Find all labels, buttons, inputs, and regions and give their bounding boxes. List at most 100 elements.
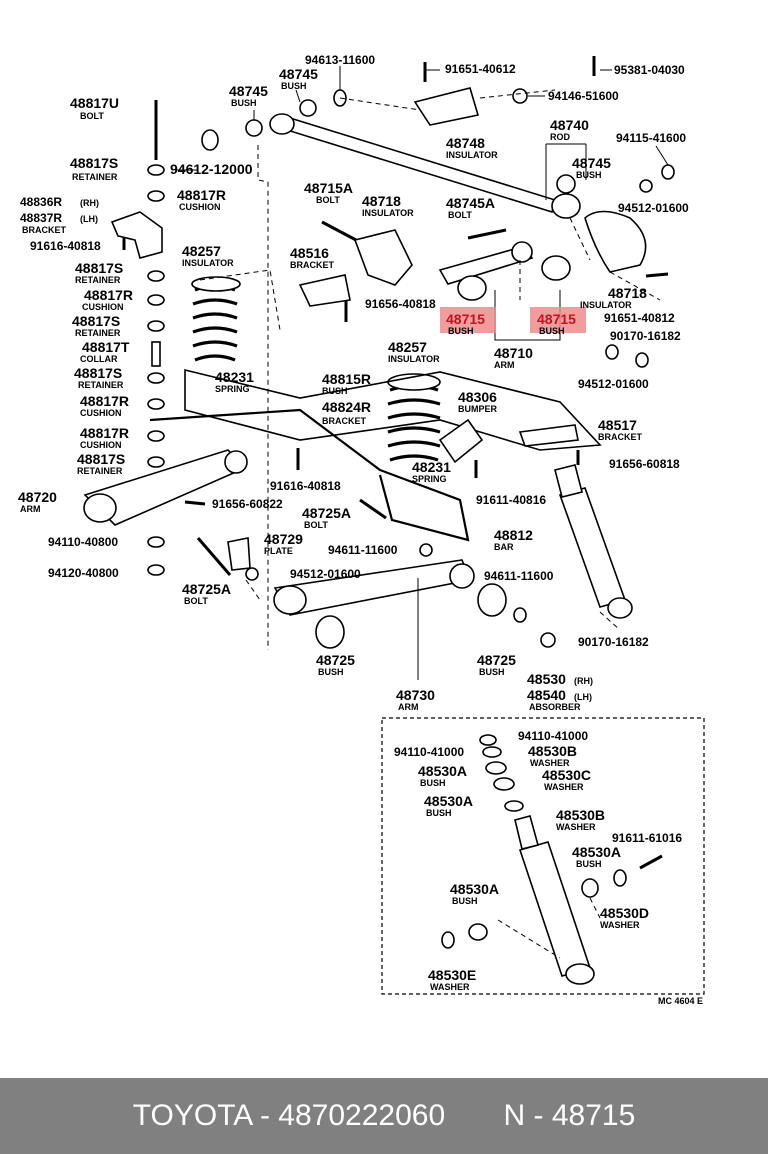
label-48530A-d: 48530A — [450, 881, 499, 897]
label-91611-61016: 91611-61016 — [612, 831, 682, 845]
highlight-box-48715-a — [440, 307, 496, 333]
desc-48517: BRACKET — [598, 432, 643, 442]
desc-48231-a: SPRING — [215, 384, 250, 394]
label-48530B-a: 48530B — [528, 743, 577, 759]
diagram-drawing — [83, 56, 675, 985]
diagram-code: MC 4604 E — [658, 996, 703, 1006]
desc-48530D: WASHER — [600, 920, 640, 930]
desc-48530A-b: BUSH — [426, 808, 452, 818]
parts-diagram: 94613-11600 91651-40612 95381-04030 9414… — [18, 53, 705, 1006]
label-90170-16182-b: 90170-16182 — [578, 635, 649, 649]
desc-48530: ABSORBER — [529, 702, 581, 712]
label-48530: 48530 — [527, 671, 566, 687]
label-91656-60822: 91656-60822 — [212, 497, 283, 511]
label-48530B-b: 48530B — [556, 807, 605, 823]
label-48824R: 48824R — [322, 399, 371, 415]
label-94611-11600-b: 94611-11600 — [484, 569, 554, 583]
desc-48725A-a: BOLT — [304, 520, 328, 530]
highlight-48715 — [440, 307, 586, 333]
label-48836R: 48836R — [20, 195, 62, 209]
label-48817U: 48817U — [70, 95, 119, 111]
desc-48725-b: BUSH — [479, 667, 505, 677]
desc-48715A: BOLT — [316, 195, 340, 205]
label-48837R-lh: (LH) — [80, 214, 98, 224]
desc-48748: INSULATOR — [446, 150, 498, 160]
label-91616-40818-b: 91616-40818 — [270, 479, 341, 493]
desc-48530A-c: BUSH — [576, 859, 602, 869]
desc-48725-a: BUSH — [318, 667, 344, 677]
label-48725-b: 48725 — [477, 652, 516, 668]
label-91616-40818-a: 91616-40818 — [30, 239, 101, 253]
label-48517: 48517 — [598, 417, 637, 433]
label-48540: 48540 — [527, 687, 566, 703]
label-48715-b: 48715 — [537, 311, 576, 327]
desc-48745-b: BUSH — [281, 81, 307, 91]
label-48710: 48710 — [494, 345, 533, 361]
desc-48530A-d: BUSH — [452, 896, 478, 906]
label-48257-b: 48257 — [388, 339, 427, 355]
desc-48817S-b: RETAINER — [75, 275, 121, 285]
label-48530A-c: 48530A — [572, 844, 621, 860]
label-91651-40812: 91651-40812 — [604, 311, 675, 325]
label-94110-40800: 94110-40800 — [48, 535, 118, 549]
label-48817R-d: 48817R — [80, 425, 129, 441]
label-48817S-a: 48817S — [70, 155, 118, 171]
label-48817S-b: 48817S — [75, 260, 123, 276]
desc-48257-b: INSULATOR — [388, 354, 440, 364]
label-95381-04030: 95381-04030 — [614, 63, 685, 77]
label-94146-51600: 94146-51600 — [548, 89, 619, 103]
desc-48257-a: INSULATOR — [182, 258, 234, 268]
label-48817R-a: 48817R — [177, 187, 226, 203]
label-48817S-e: 48817S — [77, 451, 125, 467]
desc-48745-a: BUSH — [231, 98, 257, 108]
label-48540-lh: (LH) — [574, 692, 592, 702]
label-48815R: 48815R — [322, 371, 371, 387]
label-94110-41000-a: 94110-41000 — [518, 729, 588, 743]
desc-48516: BRACKET — [290, 260, 335, 270]
label-48725A-a: 48725A — [302, 505, 351, 521]
label-48740: 48740 — [550, 117, 589, 133]
desc-48715-b: BUSH — [539, 326, 565, 336]
label-48748: 48748 — [446, 135, 485, 151]
desc-48729: PLATE — [264, 546, 293, 556]
label-48306: 48306 — [458, 389, 497, 405]
desc-48836R: BRACKET — [22, 225, 67, 235]
desc-48715-a: BUSH — [448, 326, 474, 336]
desc-48530A-a: BUSH — [420, 778, 446, 788]
desc-48710: ARM — [494, 360, 515, 370]
label-48715-a: 48715 — [446, 311, 485, 327]
desc-48725A-b: BOLT — [184, 596, 208, 606]
label-94115-41600: 94115-41600 — [616, 131, 686, 145]
label-91656-40818: 91656-40818 — [365, 297, 436, 311]
label-48530A-b: 48530A — [424, 793, 473, 809]
label-91656-60818: 91656-60818 — [609, 457, 680, 471]
label-48516: 48516 — [290, 245, 329, 261]
label-48817T: 48817T — [82, 339, 130, 355]
leader-lines — [175, 66, 669, 959]
desc-48817U: BOLT — [80, 111, 104, 121]
label-48725-a: 48725 — [316, 652, 355, 668]
desc-48815R: BUSH — [322, 386, 348, 396]
label-48530D: 48530D — [600, 905, 649, 921]
label-48817R-c: 48817R — [80, 393, 129, 409]
desc-48817T: COLLAR — [80, 354, 118, 364]
label-48725A-b: 48725A — [182, 581, 231, 597]
desc-48817R-d: CUSHION — [80, 440, 122, 450]
footer-part-text: TOYOTA - 4870222060 N - 48715 — [132, 1099, 636, 1132]
label-48530C: 48530C — [542, 767, 591, 783]
label-48718-a: 48718 — [362, 193, 401, 209]
label-90170-16182-a: 90170-16182 — [610, 329, 681, 343]
desc-48530E: WASHER — [430, 982, 470, 992]
desc-48231-b: SPRING — [412, 474, 447, 484]
label-48729: 48729 — [264, 531, 303, 547]
label-94613-11600: 94613-11600 — [305, 53, 375, 67]
desc-48720: ARM — [20, 504, 41, 514]
desc-48745-c: BUSH — [576, 170, 602, 180]
label-48718-b: 48718 — [608, 285, 647, 301]
label-48837R: 48837R — [20, 211, 62, 225]
desc-48530C: WASHER — [544, 782, 584, 792]
label-94611-11600-a: 94611-11600 — [328, 543, 398, 557]
label-48745-a: 48745 — [229, 83, 268, 99]
label-48745A: 48745A — [446, 195, 495, 211]
label-91651-40612: 91651-40612 — [445, 62, 516, 76]
